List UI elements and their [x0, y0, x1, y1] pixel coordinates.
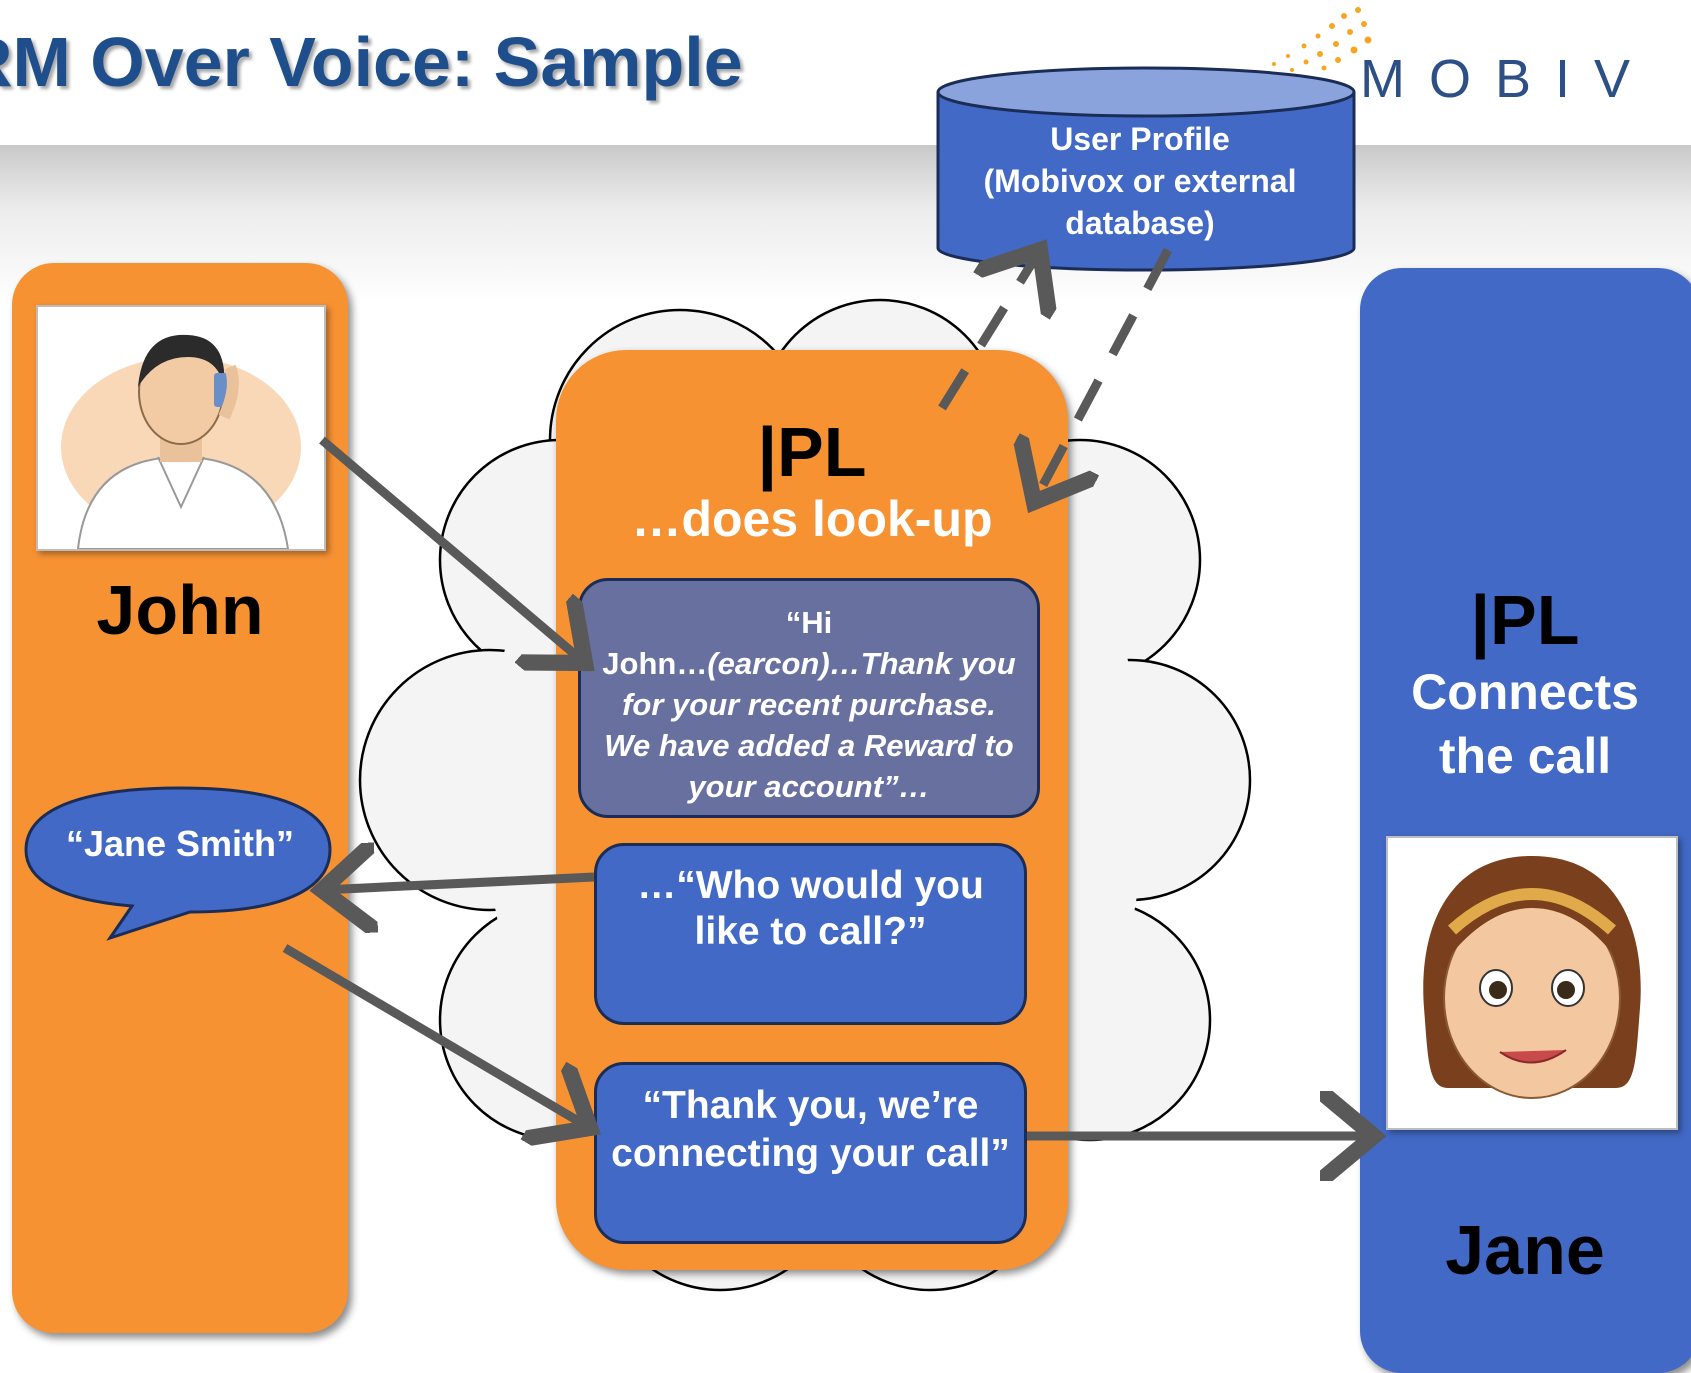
jane-platform-name: |PL: [1470, 581, 1580, 659]
prompt-message-text: …“Who would you like to call?”: [637, 864, 984, 953]
prompt-message-box: [594, 843, 1027, 1025]
arrow-prompt-to-bubble: [322, 877, 595, 890]
database-line-3: database): [1065, 205, 1215, 241]
confirmation-message-text: “Thank you, we’re connecting your call”: [611, 1084, 1010, 1175]
database-label: User Profile (Mobivox or external databa…: [950, 118, 1330, 244]
woman-face-icon: [1423, 856, 1641, 1099]
john-label: John: [96, 571, 264, 649]
man-on-phone-icon: [61, 334, 301, 550]
arrow-database-to-platform: [1034, 247, 1172, 502]
confirmation-message-box: [594, 1062, 1027, 1244]
jane-photo: [1386, 836, 1678, 1130]
arrow-john-to-greeting: [319, 436, 585, 663]
logo-dots-icon: [1258, 7, 1372, 74]
greeting-earcon: (earcon)…Thank you for your recent purch…: [604, 646, 1016, 804]
database-line-1: User Profile: [1050, 121, 1230, 157]
platform-name: |PL: [757, 413, 867, 491]
greeting-message-box: [578, 578, 1040, 818]
jane-label: Jane: [1445, 1211, 1605, 1289]
slide-title: RM Over Voice: Sample: [0, 23, 743, 101]
company-logo: MOBIV: [1360, 49, 1655, 109]
john-photo: [36, 305, 326, 551]
greeting-lead: “Hi: [785, 605, 833, 640]
database-cylinder-icon: [936, 66, 1356, 272]
jane-platform-action: Connects the call: [1411, 664, 1639, 784]
jane-column: [1360, 268, 1691, 1373]
greeting-message-text: “Hi John…(earcon)…Thank you for your rec…: [600, 602, 1018, 807]
speech-bubble-shape: [24, 786, 332, 941]
speech-bubble-text: “Jane Smith”: [65, 823, 295, 864]
database-line-2: (Mobivox or external: [983, 163, 1297, 199]
greeting-name: John…: [602, 646, 708, 681]
platform-action: …does look-up: [631, 491, 993, 547]
arrow-bubble-to-confirmation: [282, 944, 590, 1128]
arrow-platform-to-database: [938, 250, 1040, 411]
